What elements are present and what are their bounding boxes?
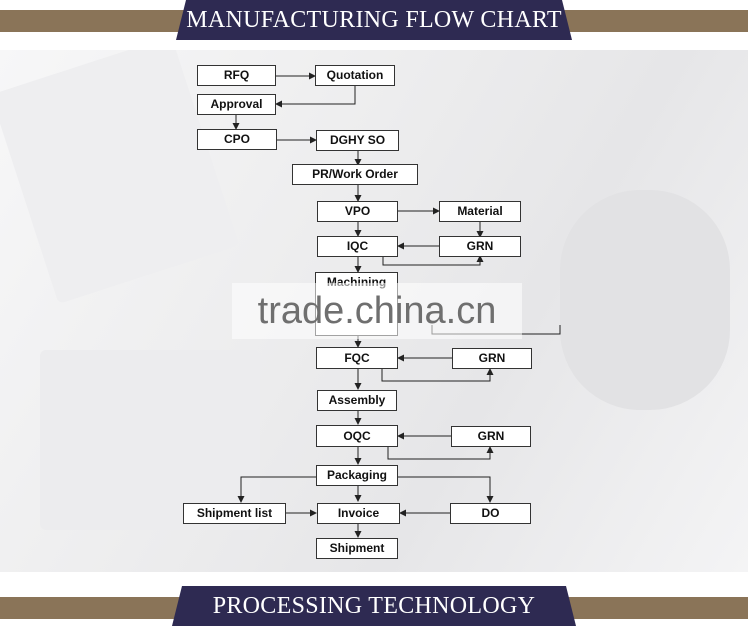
background-panel (560, 190, 730, 410)
node-iqc: IQC (317, 236, 398, 257)
arrow-oqc-grn3 (387, 446, 494, 460)
node-quotation: Quotation (315, 65, 395, 86)
header-title: MANUFACTURING FLOW CHART (176, 0, 572, 40)
node-packaging: Packaging (316, 465, 398, 486)
node-rfq: RFQ (197, 65, 276, 86)
watermark: trade.china.cn (232, 283, 522, 339)
node-oqc: OQC (316, 425, 398, 447)
background-panel (40, 350, 260, 530)
node-assembly: Assembly (317, 390, 397, 411)
node-invoice: Invoice (317, 503, 400, 524)
node-material: Material (439, 201, 521, 222)
node-vpo: VPO (317, 201, 398, 222)
node-shipment: Shipment (316, 538, 398, 559)
arrow-packaging-do (398, 476, 494, 503)
node-cpo: CPO (197, 129, 277, 150)
node-grn-3: GRN (451, 426, 531, 447)
node-do: DO (450, 503, 531, 524)
arrow-fqc-grn2 (381, 368, 494, 382)
node-fqc: FQC (316, 347, 398, 369)
node-dghy-so: DGHY SO (316, 130, 399, 151)
node-grn-2: GRN (452, 348, 532, 369)
arrow-packaging-shipmentlist (237, 476, 316, 503)
node-shipment-list: Shipment list (183, 503, 286, 524)
node-pr-work-order: PR/Work Order (292, 164, 418, 185)
node-grn-1: GRN (439, 236, 521, 257)
arrow-iqc-grn1 (382, 255, 484, 266)
footer-title: PROCESSING TECHNOLOGY (172, 586, 576, 626)
arrow-quotation-approval (275, 86, 356, 108)
node-approval: Approval (197, 94, 276, 115)
